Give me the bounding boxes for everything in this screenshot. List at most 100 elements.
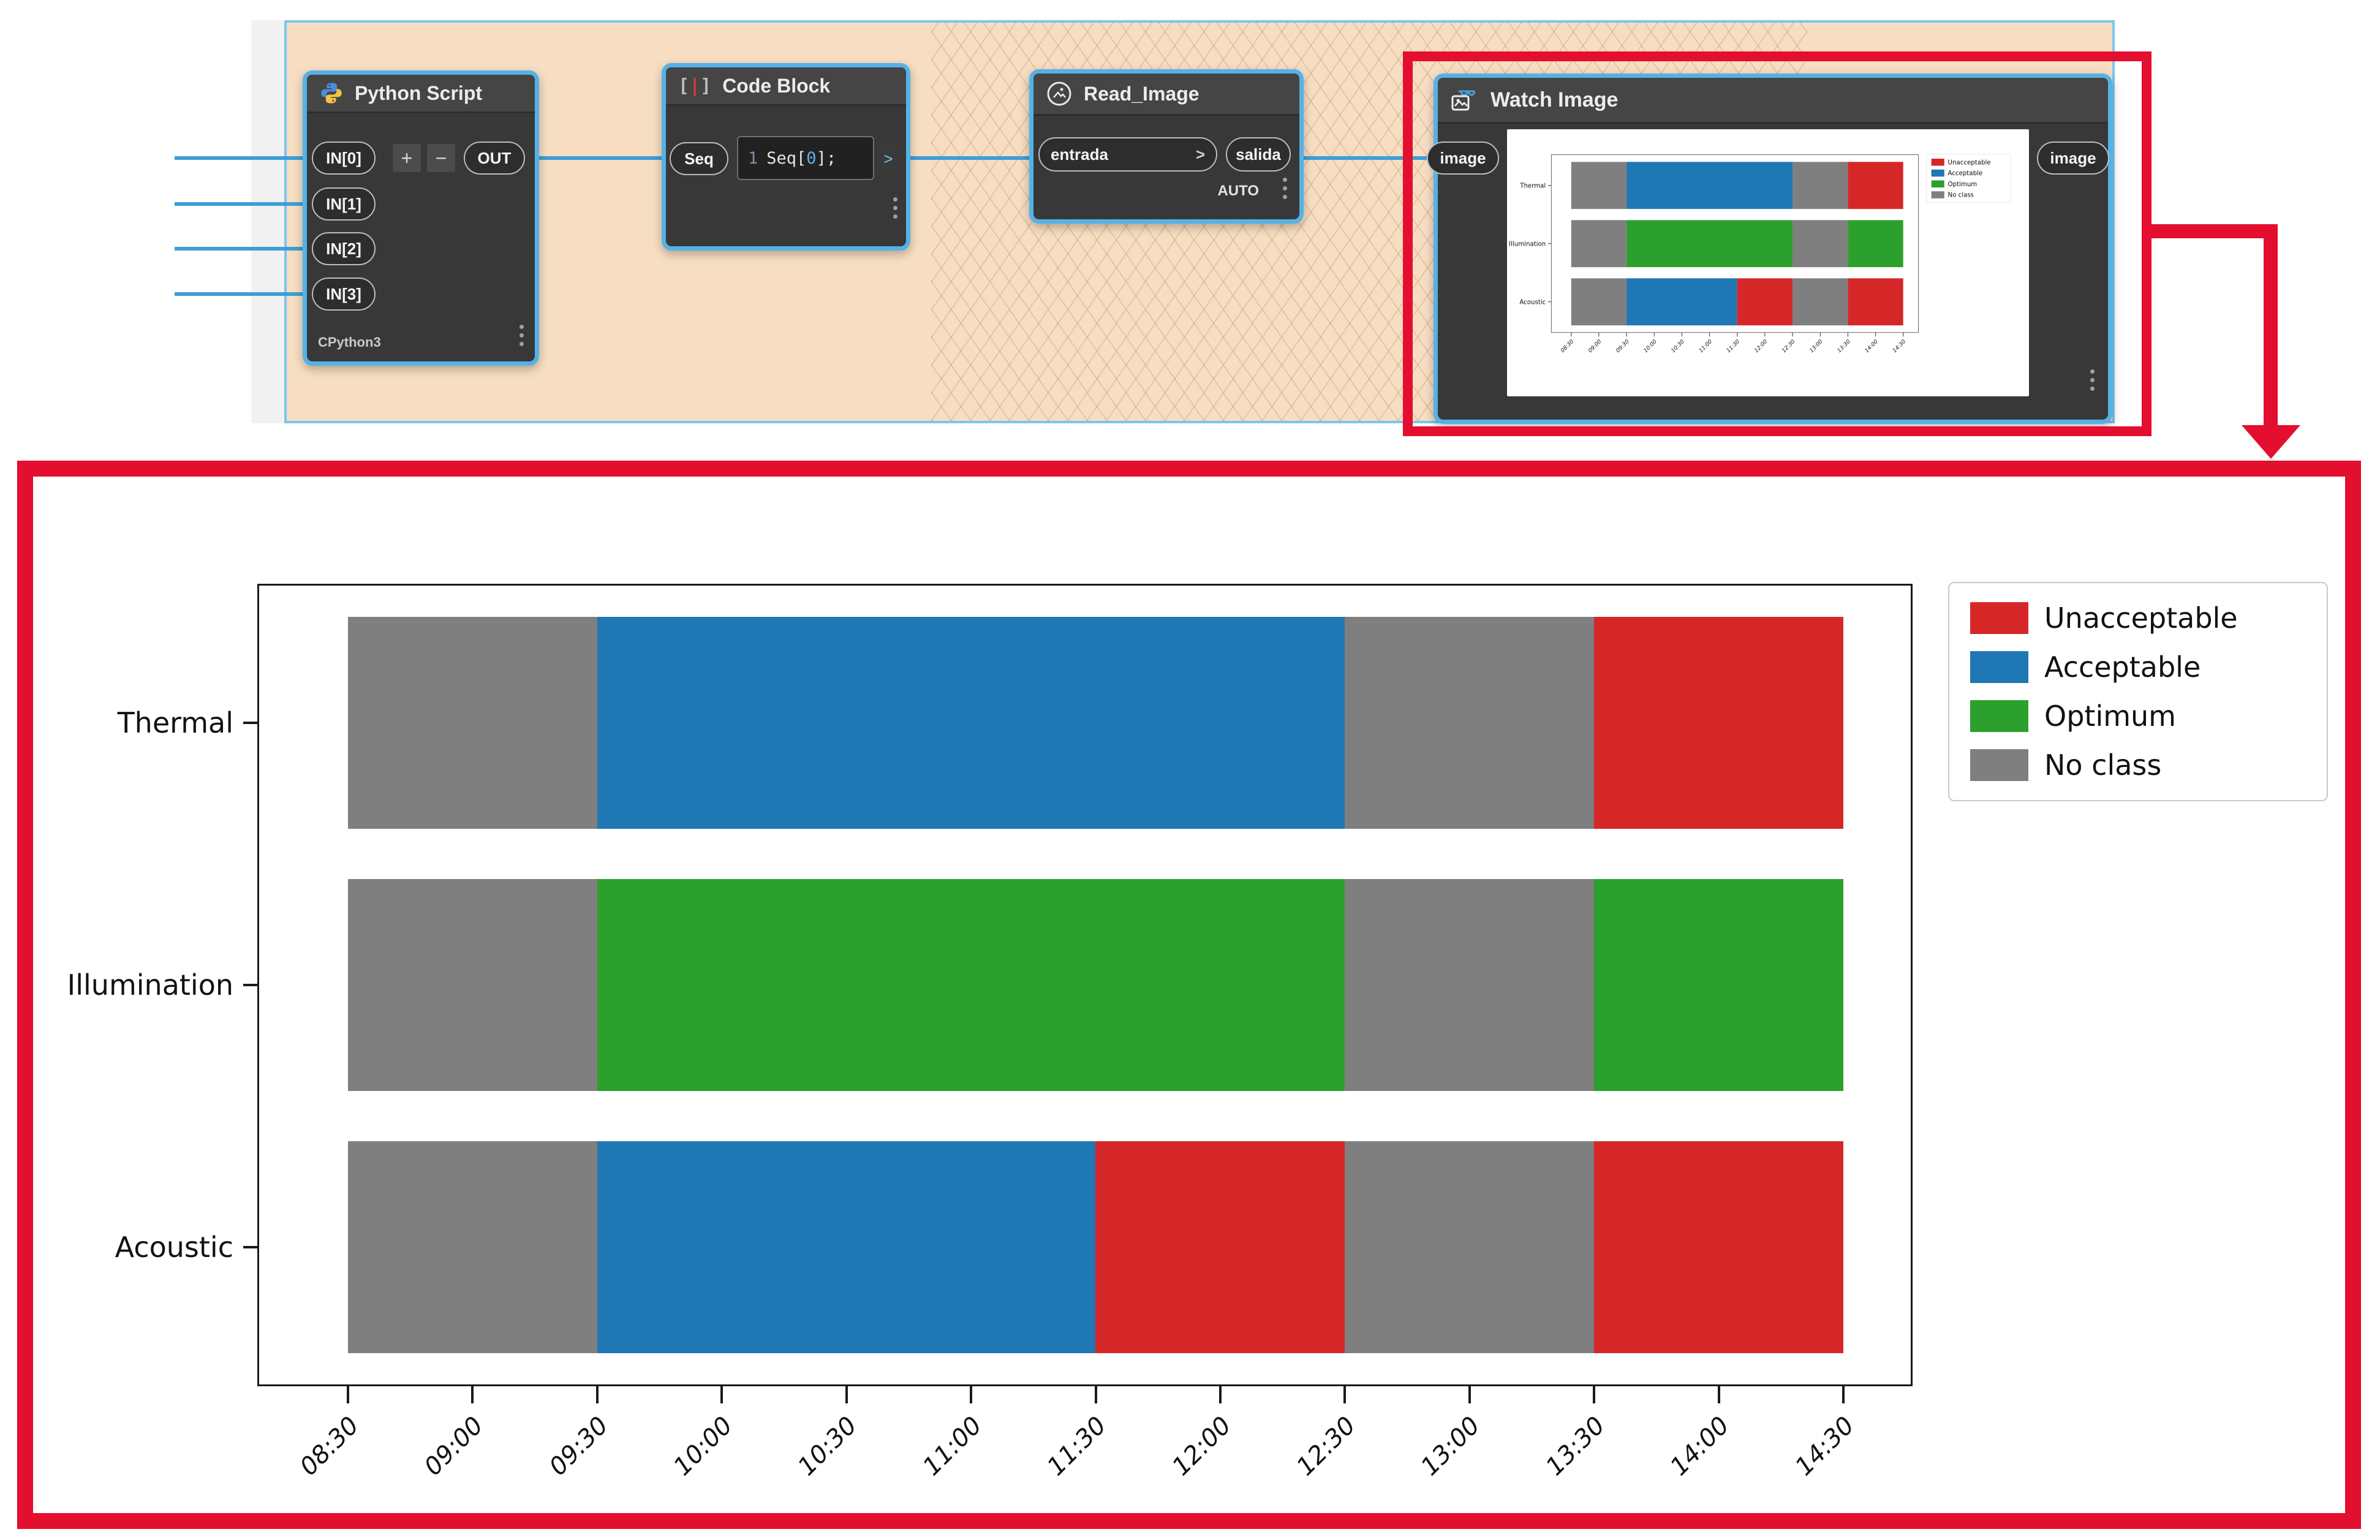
x-tick [1709, 333, 1710, 337]
bar-segment [1626, 278, 1737, 326]
remove-input-button[interactable]: − [427, 144, 455, 172]
code-block-icon: [|] [678, 75, 712, 97]
entrada-expand-icon[interactable]: > [1195, 145, 1205, 164]
callout-arrow-head-icon [2242, 425, 2300, 459]
read-node-title: Read_Image [1084, 82, 1199, 105]
x-tick-label: 12:30 [1291, 1411, 1361, 1482]
code-output-port[interactable]: > [879, 143, 897, 174]
x-tick [1343, 1386, 1347, 1403]
bar-segment [348, 1141, 597, 1353]
x-tick-label: 11:30 [1041, 1411, 1113, 1482]
legend-label: Unacceptable [1947, 158, 1991, 166]
editor-left-gutter [251, 20, 284, 423]
x-tick [1875, 333, 1876, 337]
watch-node-header[interactable]: Watch Image [1438, 78, 2108, 124]
code-text: Seq[0]; [766, 148, 837, 168]
node-python-script[interactable]: Python Script IN[0] IN[1] IN[2] IN[3] + … [303, 70, 539, 366]
x-tick-label: 09:00 [418, 1411, 489, 1482]
port-entrada[interactable]: entrada > [1038, 137, 1217, 172]
chart-bar-row [1571, 278, 1903, 326]
port-image-out[interactable]: image [2037, 142, 2109, 175]
node-read-image[interactable]: Read_Image entrada > salida AUTO [1029, 69, 1304, 224]
port-in2[interactable]: IN[2] [312, 232, 376, 265]
x-tick [1468, 1386, 1471, 1403]
x-tick [595, 1386, 599, 1403]
bar-segment [1737, 278, 1793, 326]
port-seq[interactable]: Seq [670, 142, 728, 175]
x-tick [1819, 333, 1821, 337]
x-tick [970, 1386, 973, 1403]
bar-segment [1571, 162, 1627, 209]
legend-label: Unacceptable [2044, 602, 2238, 635]
bar-segment [1793, 220, 1848, 268]
y-axis-label: Acoustic [1519, 298, 1546, 306]
x-tick [1598, 333, 1600, 337]
y-tick [1547, 185, 1551, 186]
read-node-auto-label[interactable]: AUTO [1217, 183, 1259, 199]
add-input-button[interactable]: + [393, 144, 421, 172]
code-node-header[interactable]: [|] Code Block [666, 67, 906, 106]
bar-segment [1594, 617, 1843, 829]
python-node-menu-icon[interactable] [519, 325, 524, 329]
y-axis-label: Thermal [1520, 181, 1546, 189]
chart-bar-row [1571, 162, 1903, 209]
y-axis-label: Acoustic [115, 1231, 233, 1264]
watch-node-highlight-box [1403, 51, 2151, 436]
port-in3[interactable]: IN[3] [312, 277, 376, 311]
x-tick-label: 09:30 [543, 1411, 614, 1482]
read-image-icon [1046, 80, 1073, 107]
read-node-menu-icon[interactable] [1283, 178, 1287, 182]
port-entrada-label: entrada [1051, 145, 1108, 164]
wire-salida-to-image [1286, 156, 1438, 160]
bar-segment [597, 1141, 1096, 1353]
bar-segment [1848, 278, 1903, 326]
x-tick-label: 12:00 [1166, 1411, 1237, 1482]
port-in0[interactable]: IN[0] [312, 142, 376, 175]
code-node-title: Code Block [722, 74, 831, 97]
port-salida[interactable]: salida [1226, 137, 1291, 172]
y-axis-label: Illumination [1509, 240, 1546, 247]
x-tick-label: 13:30 [1540, 1411, 1611, 1482]
legend-label: Optimum [1947, 180, 1978, 188]
port-in1[interactable]: IN[1] [312, 187, 376, 221]
watch-node-title: Watch Image [1490, 88, 1619, 111]
legend-entry: Acceptable [1931, 169, 2006, 177]
y-tick [243, 984, 257, 986]
bar-segment [1594, 1141, 1843, 1353]
legend-swatch [1931, 169, 1944, 177]
wire-out-to-seq [521, 156, 674, 160]
code-editor[interactable]: 1 Seq[0]; [737, 136, 874, 180]
x-tick-label: 10:30 [793, 1411, 863, 1482]
legend-label: No class [2044, 749, 2162, 782]
python-node-title: Python Script [355, 81, 483, 104]
legend-entry: Optimum [1931, 180, 2006, 188]
wire-in2 [175, 247, 313, 251]
wire-in1 [175, 202, 313, 206]
legend-label: No class [1947, 191, 1974, 199]
node-code-block[interactable]: [|] Code Block Seq 1 Seq[0]; > [662, 63, 910, 251]
watch-node-menu-icon[interactable] [2090, 369, 2095, 374]
y-tick [243, 722, 257, 724]
python-node-header[interactable]: Python Script [307, 75, 535, 113]
x-tick-label: 14:00 [1665, 1411, 1736, 1482]
code-node-menu-icon[interactable] [893, 197, 897, 202]
wire-in3 [175, 292, 313, 296]
bar-segment [597, 879, 1345, 1091]
y-tick [1547, 243, 1551, 244]
x-tick [347, 1386, 349, 1403]
port-out[interactable]: OUT [464, 142, 525, 175]
bar-segment [1345, 879, 1595, 1091]
legend-entry: Unacceptable [1970, 602, 2306, 635]
x-tick-label: 13:00 [1416, 1411, 1486, 1482]
watch-image-icon [1450, 85, 1479, 115]
legend-swatch [1931, 191, 1944, 198]
port-image-in[interactable]: image [1427, 142, 1499, 175]
read-node-header[interactable]: Read_Image [1033, 74, 1299, 116]
x-tick [1094, 1386, 1097, 1403]
x-tick-label: 10:00 [668, 1411, 738, 1482]
legend-swatch [1970, 602, 2028, 634]
